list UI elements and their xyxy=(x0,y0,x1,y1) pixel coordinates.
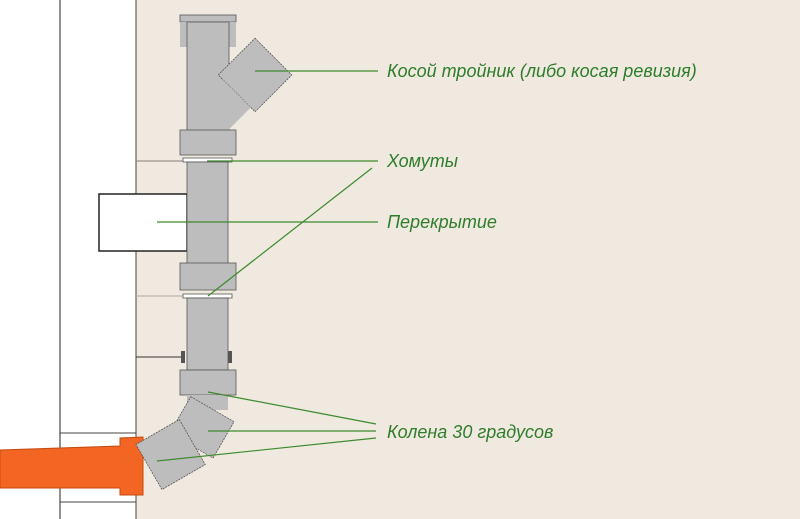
label-oblique-tee: Косой тройник (либо косая ревизия) xyxy=(387,61,697,81)
leader-clamp-bottom xyxy=(207,167,373,297)
label-elbows: Колена 30 градусов xyxy=(387,422,554,442)
label-clamps: Хомуты xyxy=(387,151,458,171)
bracket-mark xyxy=(228,351,232,363)
leader-elbow-1 xyxy=(207,391,377,425)
label-floor-slab: Перекрытие xyxy=(387,212,497,232)
sewer-pipe xyxy=(0,436,144,496)
leader-elbow-3 xyxy=(156,437,377,462)
wall xyxy=(0,0,136,519)
riser-pipe xyxy=(135,14,293,491)
bracket-mark xyxy=(181,351,185,363)
